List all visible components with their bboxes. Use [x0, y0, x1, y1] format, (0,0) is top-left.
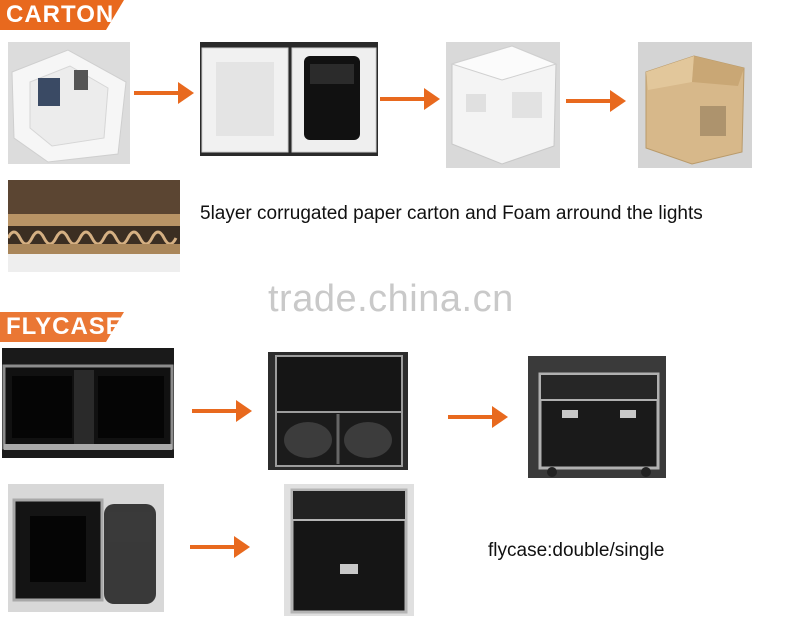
- foam-block-photo: [446, 42, 560, 168]
- arrow-right-icon: [190, 534, 250, 565]
- flycase-section-heading: FLYCASE: [0, 312, 124, 342]
- cardboard-box-photo: [638, 42, 752, 168]
- carton-caption: 5layer corrugated paper carton and Foam …: [200, 203, 703, 224]
- foam-tray-photo: [8, 42, 130, 164]
- closed-double-flycase-photo: [528, 356, 666, 478]
- watermark-text: trade.china.cn: [268, 278, 514, 320]
- foam-halves-photo: [200, 42, 378, 156]
- open-flycase-photo: [2, 348, 174, 458]
- arrow-right-icon: [380, 86, 440, 117]
- arrow-right-icon: [448, 404, 508, 435]
- arrow-right-icon: [134, 80, 194, 111]
- carton-section-heading: CARTON: [0, 0, 124, 30]
- arrow-right-icon: [192, 398, 252, 429]
- arrow-right-icon: [566, 88, 626, 119]
- double-flycase-with-lights-photo: [268, 352, 408, 470]
- flycase-caption: flycase:double/single: [488, 540, 665, 561]
- corrugated-paper-photo: [8, 180, 180, 272]
- open-single-flycase-photo: [8, 484, 164, 612]
- closed-single-flycase-photo: [284, 484, 414, 616]
